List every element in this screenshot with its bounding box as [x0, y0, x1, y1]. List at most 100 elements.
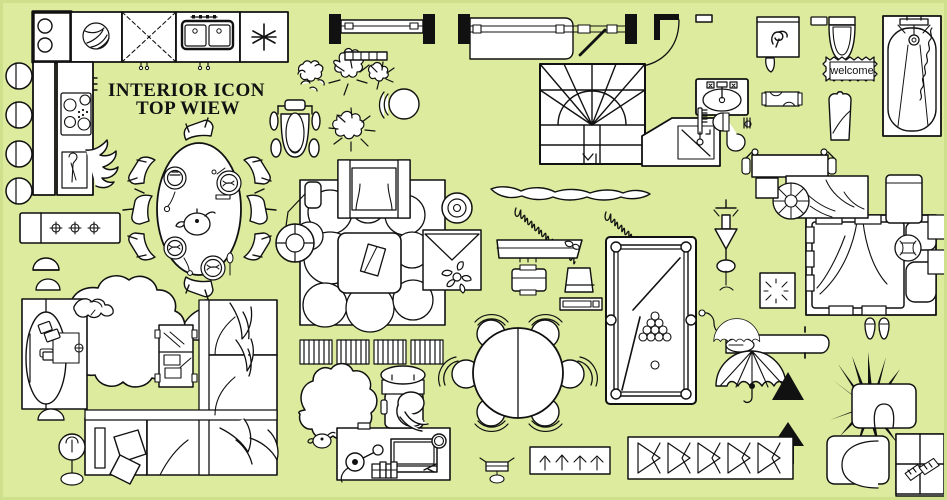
shelf-unit-icon [755, 177, 779, 199]
cutting-board-icon [61, 151, 88, 189]
small-stool-icon [479, 457, 515, 484]
hob-burner-icon [79, 94, 91, 106]
comb-icon [697, 107, 708, 135]
desk-pinwheel-icon [771, 30, 788, 48]
floor-lamp-icon [285, 181, 322, 227]
poster-edge-bottom [0, 497, 947, 500]
curtain-slider-icon [606, 24, 618, 34]
laptop-icon [37, 320, 61, 343]
misc-bottom [179, 306, 947, 497]
decor-ribbon-icon [85, 139, 119, 189]
pouffe-round-icon [772, 182, 810, 220]
laptop-icon [390, 438, 438, 473]
bin-icon [564, 267, 595, 293]
tv-unit-icon [511, 264, 547, 296]
teapot-icon [307, 431, 336, 449]
radiator-icon [344, 51, 388, 61]
pool-pockets [605, 241, 697, 400]
bedroom-set [755, 174, 947, 340]
curtain-slider-icon [577, 24, 591, 34]
tree-canopy-icon [298, 362, 378, 449]
console-desk-icon [756, 16, 800, 58]
door-frame-icon [654, 14, 679, 40]
coat-rack-icon [826, 435, 890, 489]
curtain-slider-icon [409, 22, 419, 30]
tile-panel-icon [895, 433, 947, 497]
stove-icon [31, 10, 73, 64]
bedside-rug-icon [759, 272, 796, 309]
washer-drum-icon [82, 22, 110, 50]
burner-star-icon [251, 23, 277, 51]
bracket-icon [743, 117, 751, 129]
stool-icon [5, 140, 33, 168]
coffee-table-icon [337, 232, 402, 294]
towel-rail-icon [741, 148, 837, 178]
cue-icon [621, 316, 641, 391]
cabinet-diagonal-icon [121, 11, 177, 63]
stair-winder-arc-icon [557, 90, 627, 126]
curtain-panel-icon [469, 17, 574, 60]
page-title-line1: INTERIOR ICON [108, 80, 265, 101]
window-jamb-icon [423, 14, 435, 44]
place-settings [163, 166, 242, 281]
fence-and-plants [298, 339, 451, 483]
sink-bowl-icon [208, 24, 231, 47]
garland-icon [490, 186, 651, 201]
hob-burner-icon [63, 98, 77, 112]
side-table-icon [441, 192, 473, 224]
stool-icon [5, 62, 33, 90]
stove-burner-icon [37, 18, 53, 34]
bathroom-set: welcome [695, 14, 942, 152]
round-cushion-icon [894, 234, 922, 262]
pen-icon [423, 463, 437, 473]
poster-edge-right [944, 0, 947, 500]
throw-pillow-icon [109, 429, 147, 485]
billiard-area [605, 199, 739, 405]
standing-lamp-icon [713, 199, 739, 291]
apron-icon [828, 91, 852, 141]
slippers-icon [864, 317, 890, 340]
stool-icon [5, 177, 33, 205]
curtain-slider-icon [344, 22, 354, 30]
hairdryer-icon [712, 112, 752, 152]
bar-stools [5, 62, 33, 205]
window-assemblies [329, 14, 680, 68]
cue-icon [632, 257, 681, 311]
lounge-cluster [275, 159, 482, 333]
books-icon [371, 461, 398, 479]
round-dining-set [438, 313, 598, 433]
lamp-icon [340, 444, 384, 483]
plant-icon [367, 61, 395, 90]
desk-decor-arrow-icon [73, 298, 114, 319]
keys-icon [904, 457, 940, 481]
window-jamb-icon [458, 14, 470, 44]
picket-fence-icon [299, 339, 444, 365]
bed-icon [811, 221, 905, 309]
kitchen-run [31, 10, 289, 71]
corner-shower-tray [641, 117, 721, 167]
armchair-icon [851, 383, 917, 429]
stove-burner-icon [37, 37, 53, 53]
tub-tap-icon [899, 18, 929, 26]
page-title-line2: TOP WIEW [136, 98, 241, 119]
nightstand-icon [805, 214, 947, 316]
pouffe-icon [32, 257, 60, 271]
toilet-icon [828, 16, 856, 61]
arrow-up-icon [772, 372, 804, 400]
stereo-icon [559, 297, 603, 311]
towel-folded-icon [761, 91, 803, 107]
dresser-icon [885, 174, 923, 224]
island-counter-icon [32, 61, 56, 196]
window-open-swing-icon [578, 28, 607, 57]
person-icon [396, 391, 429, 432]
armchair-icon [337, 159, 411, 219]
desk-items [37, 320, 84, 364]
hob-burner-icon [77, 117, 91, 131]
doormat-icon: welcome [822, 56, 878, 82]
pouffe-icon [37, 408, 65, 421]
stair-direction-arrow-icon [582, 153, 594, 161]
plant-icon [441, 261, 472, 294]
bench-seat-marks-icon [49, 221, 101, 235]
